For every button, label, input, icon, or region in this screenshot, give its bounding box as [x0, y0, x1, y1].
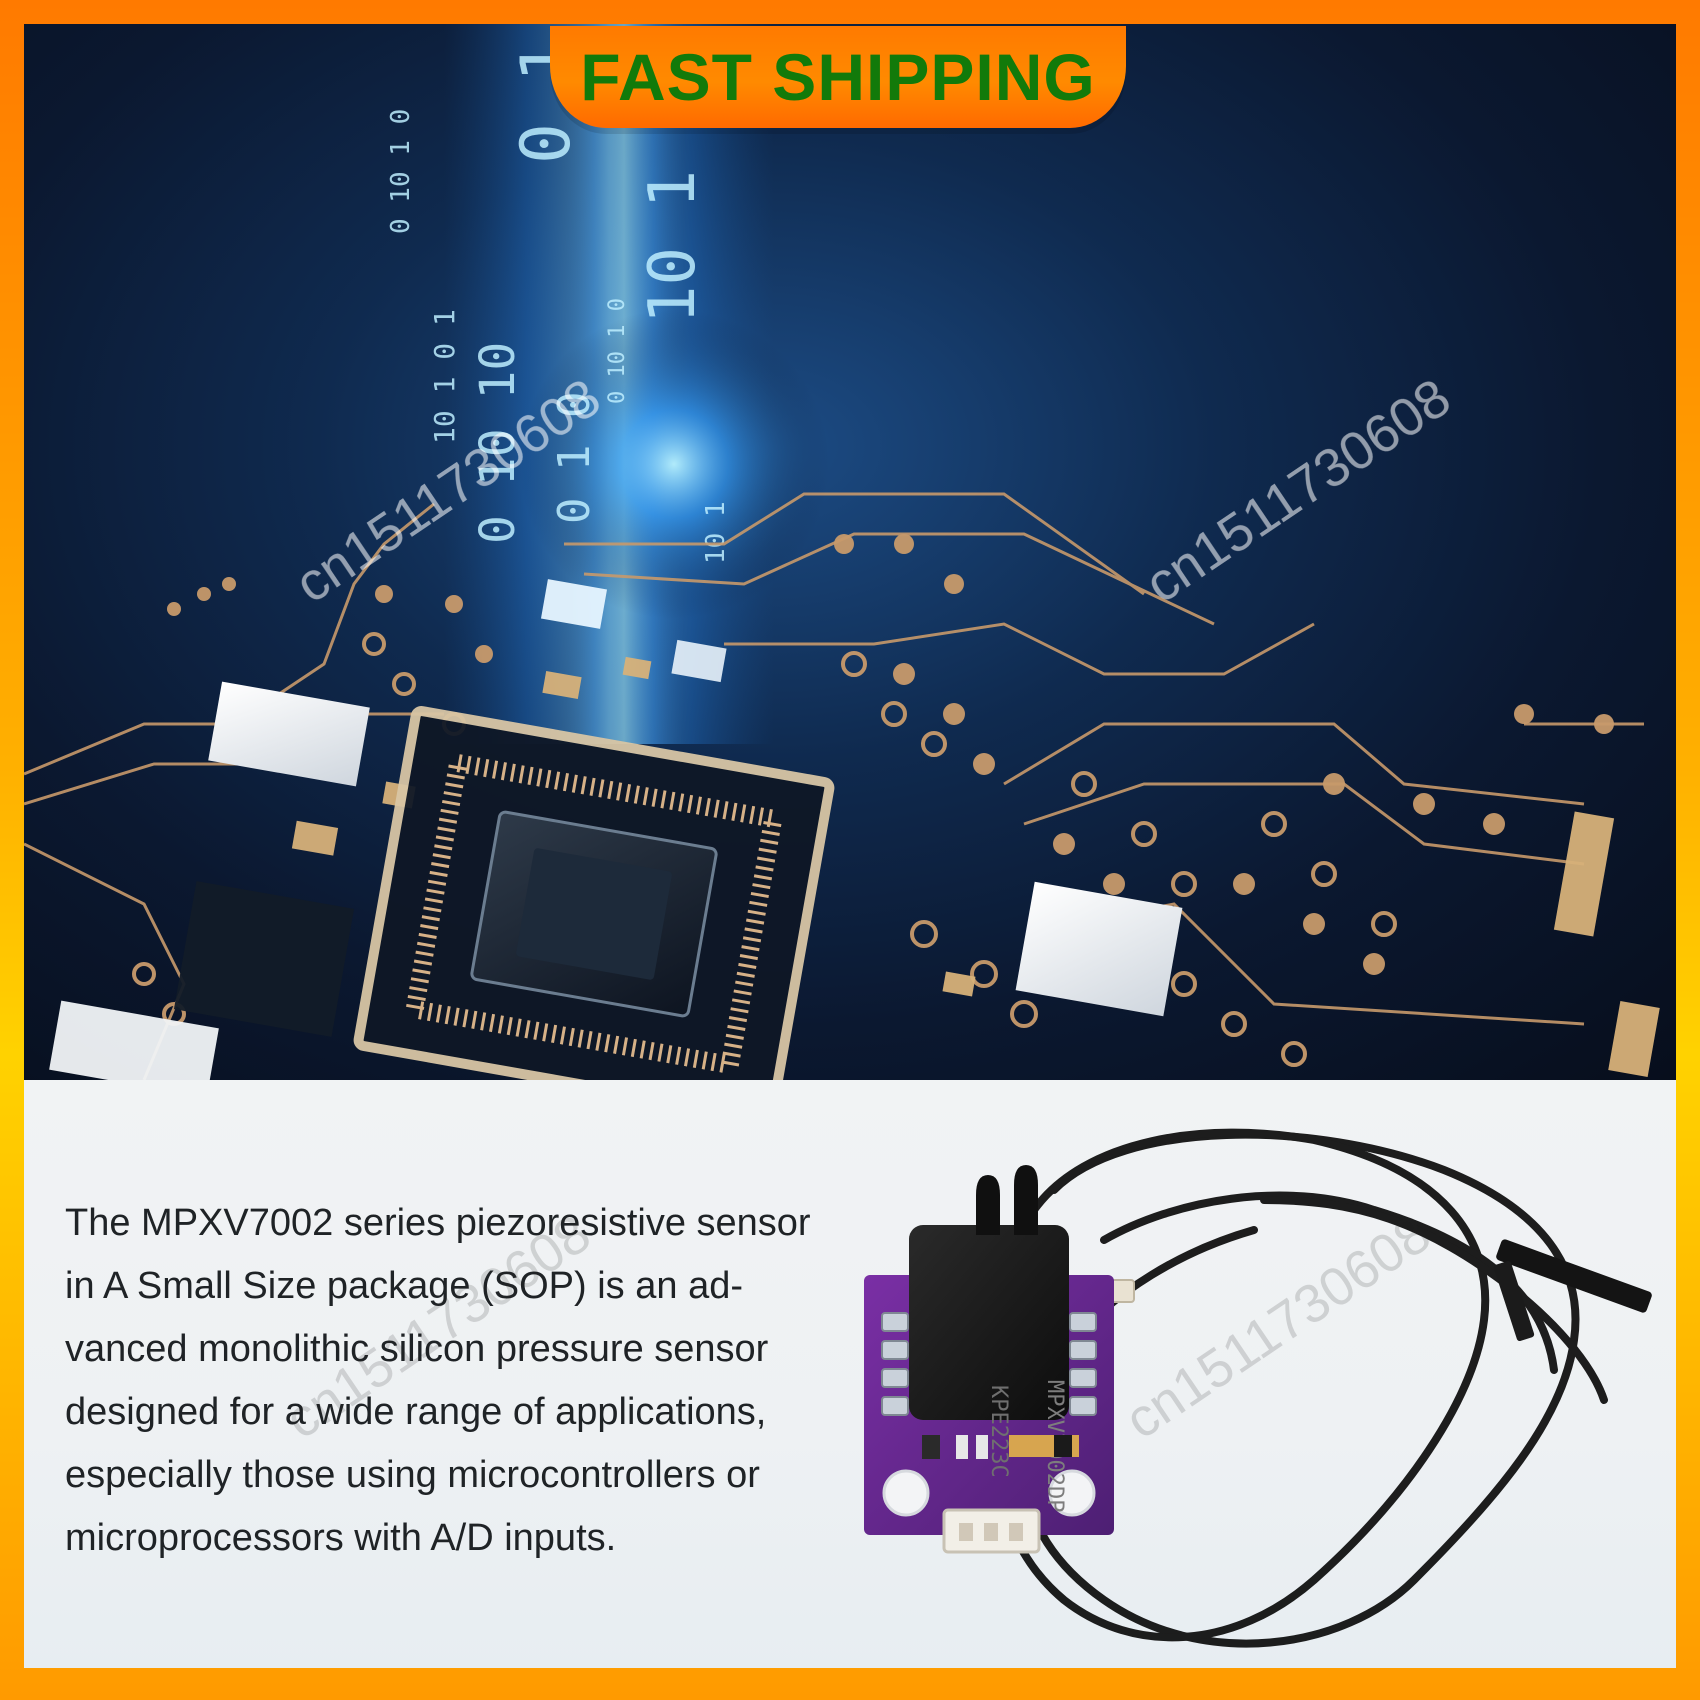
fast-shipping-badge: FAST SHIPPING [550, 26, 1126, 128]
svg-text:10 1: 10 1 [701, 501, 731, 564]
circuit-board-photo: 0 10 1 0 10 1 0 1 0 10 10 0 1 0 1 0 10 1… [24, 24, 1676, 1080]
description-line-2: in A Small Size package (SOP) is an ad- [65, 1265, 743, 1307]
chip-label-2: KPE223C [986, 1385, 1011, 1478]
product-details-panel: The MPXV7002 series piezoresistive senso… [24, 1080, 1676, 1668]
svg-text:0 10 10: 0 10 10 [470, 342, 526, 544]
product-description: The MPXV7002 series piezoresistive senso… [65, 1192, 825, 1570]
product-image: 0 10 1 0 10 1 0 1 0 10 10 0 1 0 1 0 10 1… [24, 24, 1676, 1668]
svg-text:10 1: 10 1 [636, 170, 710, 324]
description-line-3: vanced monolithic silicon pressure senso… [65, 1328, 769, 1370]
svg-text:0 10 1 0: 0 10 1 0 [386, 109, 416, 234]
svg-text:10 1 0 1: 10 1 0 1 [428, 309, 461, 444]
svg-text:0 1 0: 0 1 0 [549, 392, 600, 524]
description-line-6: microprocessors with A/D inputs. [65, 1517, 617, 1559]
svg-text:0 10 1 0: 0 10 1 0 [605, 298, 630, 404]
fast-shipping-text: FAST SHIPPING [580, 40, 1096, 114]
sensor-module-photo-icon: MPXV7002DP KPE223C [864, 1128, 1652, 1648]
pcb-background-icon: 0 10 1 0 10 1 0 1 0 10 10 0 1 0 1 0 10 1… [24, 24, 1660, 1080]
description-line-4: designed for a wide range of application… [65, 1391, 767, 1433]
description-line-1: The MPXV7002 series piezoresistive senso… [65, 1202, 811, 1244]
description-line-5: especially those using microcontrollers … [65, 1454, 760, 1496]
